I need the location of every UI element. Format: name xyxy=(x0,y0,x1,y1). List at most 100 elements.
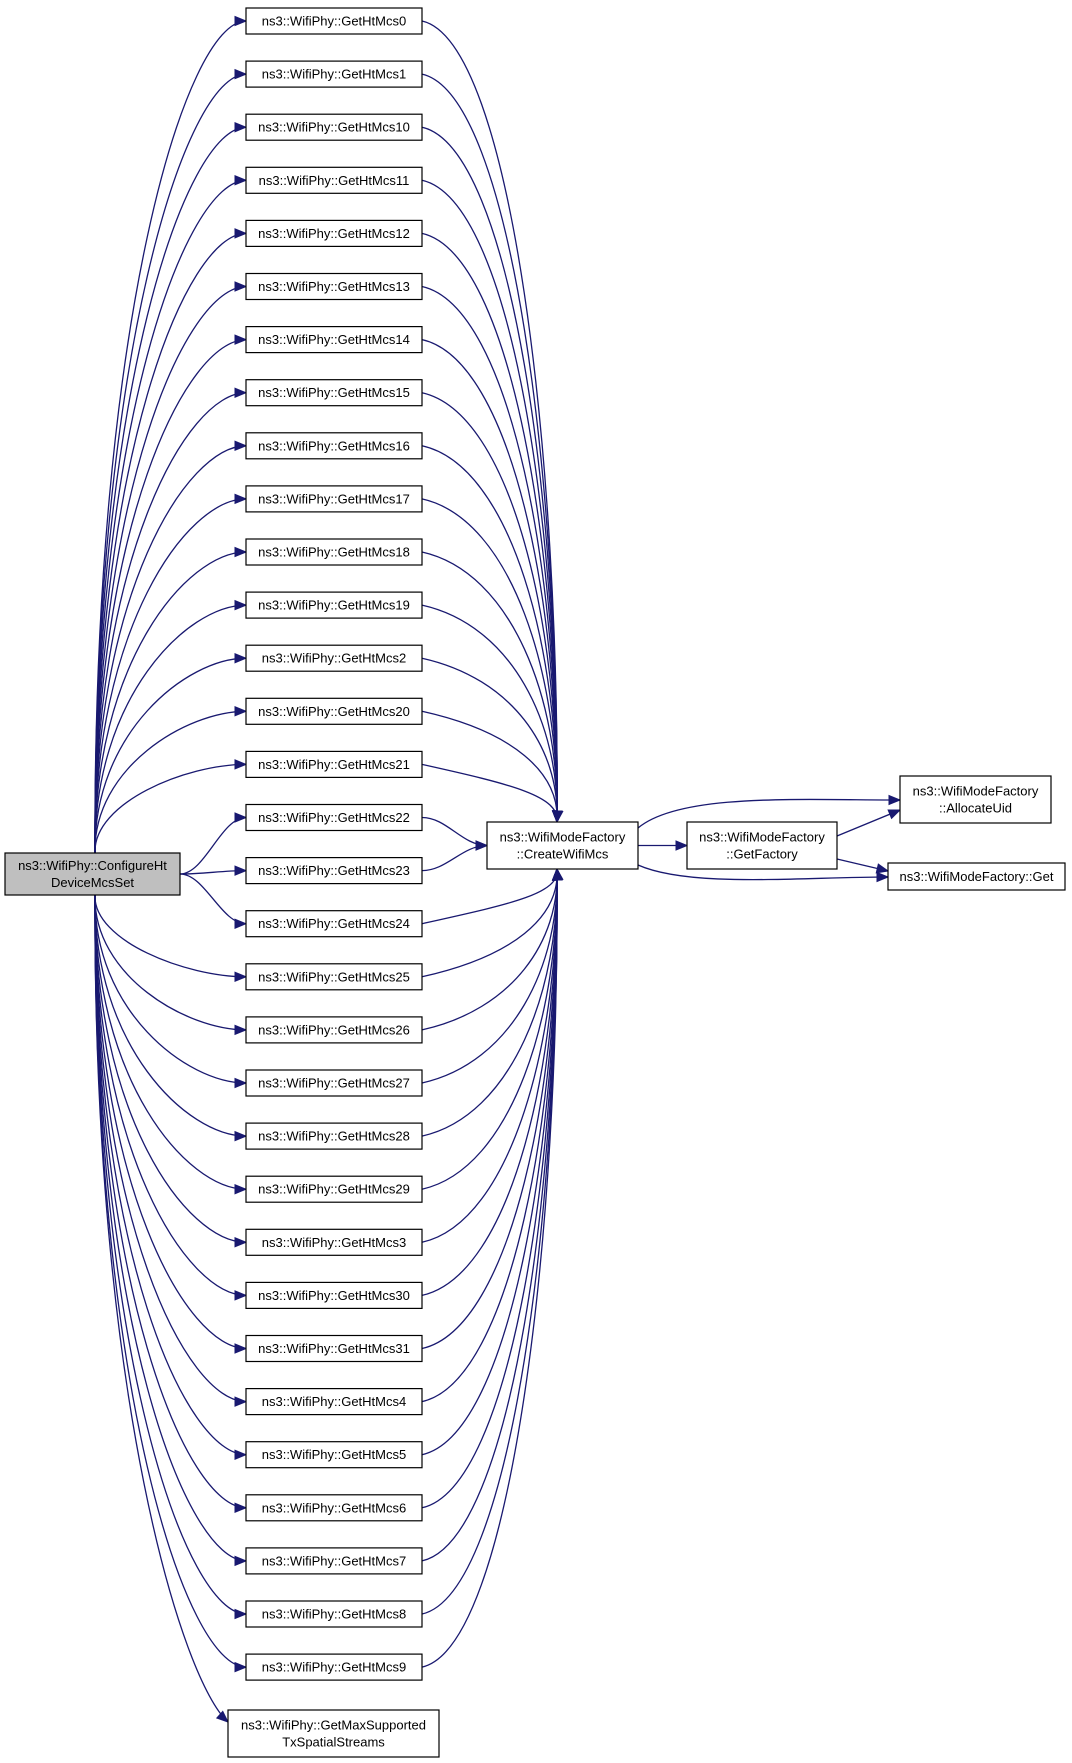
node-get-ht-mcs[interactable]: ns3::WifiPhy::GetHtMcs2 xyxy=(245,644,423,672)
node-get-ht-mcs[interactable]: ns3::WifiPhy::GetHtMcs8 xyxy=(245,1600,423,1628)
edge-getter-to-create xyxy=(421,868,558,1137)
node-label: ns3::WifiPhy::GetHtMcs23 xyxy=(258,863,410,878)
node-label: ns3::WifiPhy::GetHtMcs9 xyxy=(262,1660,406,1675)
node-get-ht-mcs[interactable]: ns3::WifiPhy::GetHtMcs29 xyxy=(245,1175,423,1203)
node-get-ht-mcs[interactable]: ns3::WifiPhy::GetHtMcs0 xyxy=(245,7,423,35)
node-label: ns3::WifiPhy::GetHtMcs2 xyxy=(262,651,406,666)
edge-root-to-getter-arrowhead xyxy=(234,493,248,505)
edge-getter-to-create-arrowhead xyxy=(475,840,489,851)
node-box xyxy=(245,1441,423,1469)
call-nodes: ns3::WifiPhy::ConfigureHtDeviceMcsSetns3… xyxy=(4,7,1066,1758)
node-create-wifi-mcs[interactable]: ns3::WifiModeFactory::CreateWifiMcs xyxy=(486,821,639,870)
node-label: ns3::WifiPhy::GetHtMcs25 xyxy=(258,969,410,984)
edge-root-to-getter-arrowhead xyxy=(234,812,248,823)
edge-root-to-getter xyxy=(94,894,247,1403)
node-get-ht-mcs[interactable]: ns3::WifiPhy::GetHtMcs15 xyxy=(245,379,423,407)
node-label: ns3::WifiPhy::GetHtMcs7 xyxy=(262,1553,406,1568)
node-label: ns3::WifiPhy::GetHtMcs12 xyxy=(258,226,410,241)
node-label: ns3::WifiPhy::GetHtMcs16 xyxy=(258,438,410,453)
call-edges xyxy=(94,15,902,1723)
node-get-ht-mcs[interactable]: ns3::WifiPhy::GetHtMcs14 xyxy=(245,326,423,354)
node-box xyxy=(245,219,423,247)
edge-getter-to-create xyxy=(421,710,558,823)
edge-root-to-getter xyxy=(94,657,247,854)
node-get-ht-mcs[interactable]: ns3::WifiPhy::GetHtMcs3 xyxy=(245,1228,423,1256)
edge-getter-to-create xyxy=(421,868,558,1190)
edge-root-to-getter xyxy=(94,894,247,1509)
edge-root-to-getter xyxy=(94,498,247,854)
node-get-ht-mcs[interactable]: ns3::WifiPhy::GetHtMcs17 xyxy=(245,485,423,513)
node-box xyxy=(245,697,423,725)
node-get-max-supported-tx-spatial-streams[interactable]: ns3::WifiPhy::GetMaxSupportedTxSpatialSt… xyxy=(227,1709,440,1758)
edge-getter-to-create xyxy=(421,445,558,823)
node-get-ht-mcs[interactable]: ns3::WifiPhy::GetHtMcs20 xyxy=(245,697,423,725)
edge-root-to-getter-arrowhead xyxy=(234,971,248,983)
node-get-ht-mcs[interactable]: ns3::WifiPhy::GetHtMcs7 xyxy=(245,1547,423,1575)
node-get-factory[interactable]: ns3::WifiModeFactory::GetFactory xyxy=(686,821,838,870)
node-get-ht-mcs[interactable]: ns3::WifiPhy::GetHtMcs22 xyxy=(245,803,423,832)
node-label: ns3::WifiPhy::GetHtMcs8 xyxy=(262,1607,406,1622)
node-get-ht-mcs[interactable]: ns3::WifiPhy::GetHtMcs6 xyxy=(245,1494,423,1522)
node-get-ht-mcs[interactable]: ns3::WifiPhy::GetHtMcs16 xyxy=(245,432,423,460)
node-get-ht-mcs[interactable]: ns3::WifiPhy::GetHtMcs12 xyxy=(245,219,423,247)
edge-root-to-getter-arrowhead xyxy=(234,1449,248,1460)
edge-root-to-getter-arrowhead xyxy=(234,1343,248,1354)
node-box xyxy=(245,1281,423,1310)
node-get-ht-mcs[interactable]: ns3::WifiPhy::GetHtMcs27 xyxy=(245,1069,423,1097)
node-label: ns3::WifiPhy::GetMaxSupported xyxy=(241,1718,426,1733)
node-get-ht-mcs[interactable]: ns3::WifiPhy::GetHtMcs30 xyxy=(245,1281,423,1310)
node-label: ns3::WifiPhy::GetHtMcs29 xyxy=(258,1182,410,1197)
node-box xyxy=(245,1069,423,1097)
edge-root-to-maxstreams-arrowhead xyxy=(215,1710,229,1723)
node-get-ht-mcs[interactable]: ns3::WifiPhy::GetHtMcs13 xyxy=(245,272,423,301)
node-label: ns3::WifiModeFactory xyxy=(500,830,626,845)
node-box xyxy=(245,1600,423,1628)
node-label: ns3::WifiPhy::GetHtMcs15 xyxy=(258,385,410,400)
node-get-ht-mcs[interactable]: ns3::WifiPhy::GetHtMcs18 xyxy=(245,538,423,566)
node-get-ht-mcs[interactable]: ns3::WifiPhy::GetHtMcs24 xyxy=(245,910,423,938)
edge-getter-to-create-arrowhead xyxy=(551,867,563,881)
edge-getter-to-create xyxy=(421,392,558,823)
edge-root-to-getter xyxy=(94,894,247,1615)
node-get-ht-mcs[interactable]: ns3::WifiPhy::GetHtMcs31 xyxy=(245,1334,423,1363)
node-box xyxy=(245,1228,423,1256)
node-box xyxy=(245,644,423,672)
node-get-ht-mcs[interactable]: ns3::WifiPhy::GetHtMcs26 xyxy=(245,1016,423,1044)
node-get-ht-mcs[interactable]: ns3::WifiPhy::GetHtMcs19 xyxy=(245,591,423,619)
node-label: ns3::WifiPhy::GetHtMcs26 xyxy=(258,1022,410,1037)
node-wifi-mode-factory-get[interactable]: ns3::WifiModeFactory::Get xyxy=(887,862,1066,891)
edge-root-to-getter-arrowhead xyxy=(234,546,248,558)
edge-root-to-getter xyxy=(94,126,247,854)
node-box xyxy=(245,856,423,885)
node-get-ht-mcs[interactable]: ns3::WifiPhy::GetHtMcs11 xyxy=(245,166,423,194)
edge-root-to-getter xyxy=(94,894,247,1190)
edge-root-to-getter-arrowhead xyxy=(234,1237,248,1248)
node-get-ht-mcs[interactable]: ns3::WifiPhy::GetHtMcs10 xyxy=(245,113,423,141)
node-label: ns3::WifiPhy::GetHtMcs6 xyxy=(262,1500,406,1515)
node-box xyxy=(899,775,1052,824)
node-get-ht-mcs[interactable]: ns3::WifiPhy::GetHtMcs28 xyxy=(245,1122,423,1150)
node-get-ht-mcs[interactable]: ns3::WifiPhy::GetHtMcs9 xyxy=(245,1653,423,1681)
edge-root-to-getter-arrowhead xyxy=(234,1608,248,1620)
node-box xyxy=(245,272,423,301)
edge-root-to-getter xyxy=(94,894,247,1297)
node-box xyxy=(245,1175,423,1203)
edge-getter-to-create xyxy=(421,285,558,823)
edge-root-to-getter-arrowhead xyxy=(234,175,248,186)
node-get-ht-mcs[interactable]: ns3::WifiPhy::GetHtMcs4 xyxy=(245,1387,423,1416)
edge-getter-to-create xyxy=(421,868,558,1350)
node-get-ht-mcs[interactable]: ns3::WifiPhy::GetHtMcs23 xyxy=(245,856,423,885)
node-label: ns3::WifiPhy::GetHtMcs4 xyxy=(262,1394,406,1409)
edge-root-to-getter-arrowhead xyxy=(234,121,248,133)
node-get-ht-mcs[interactable]: ns3::WifiPhy::GetHtMcs21 xyxy=(245,750,423,779)
node-get-ht-mcs[interactable]: ns3::WifiPhy::GetHtMcs25 xyxy=(245,963,423,991)
node-label: ns3::WifiPhy::GetHtMcs28 xyxy=(258,1129,410,1144)
node-label: DeviceMcsSet xyxy=(51,875,134,890)
node-get-ht-mcs[interactable]: ns3::WifiPhy::GetHtMcs5 xyxy=(245,1441,423,1469)
node-allocate-uid[interactable]: ns3::WifiModeFactory::AllocateUid xyxy=(899,775,1052,824)
edge-getter-to-create-arrowhead xyxy=(553,809,564,824)
node-get-ht-mcs[interactable]: ns3::WifiPhy::GetHtMcs1 xyxy=(245,60,423,88)
edge-root-to-getter xyxy=(94,894,247,1031)
edge-getter-to-create xyxy=(421,657,558,823)
